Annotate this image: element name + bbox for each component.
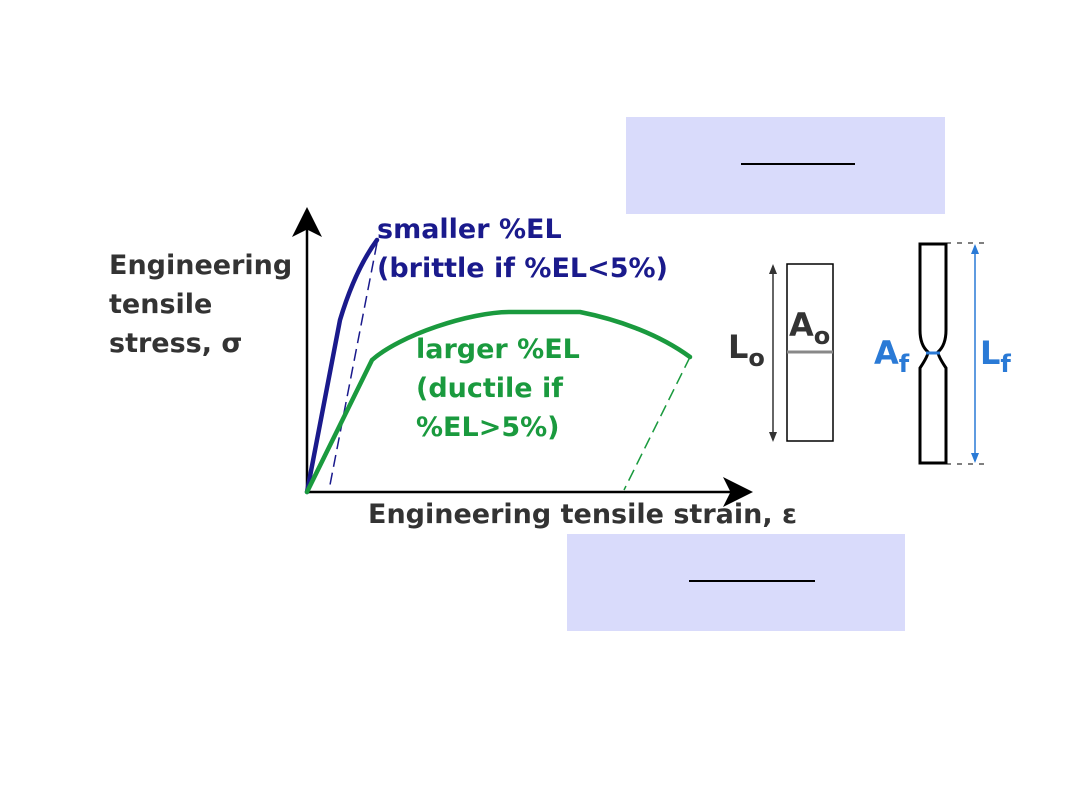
final-length-symbol: L: [980, 334, 1001, 372]
bottom-formula-fraction-bar: [689, 580, 815, 582]
final-length-arrowhead-top: [971, 244, 979, 254]
original-area-label: Ao: [789, 306, 830, 350]
brittle-annotation-line-2: (brittle if %EL<5%): [377, 253, 668, 284]
brittle-annotation: smaller %EL (brittle if %EL<5%): [377, 210, 668, 288]
final-length-arrowhead-bottom: [971, 453, 979, 463]
stress-axis-label: Engineering tensile stress, σ: [109, 246, 292, 363]
ductile-annotation: larger %EL (ductile if %EL>5%): [416, 330, 580, 447]
stress-axis-label-line-3: stress, σ: [109, 328, 243, 359]
final-area-label: Af: [874, 334, 909, 378]
top-formula-box: [626, 117, 945, 214]
brittle-annotation-line-1: smaller %EL: [377, 214, 562, 245]
ductile-annotation-line-3: %EL>5%): [416, 412, 560, 443]
ductile-annotation-line-1: larger %EL: [416, 334, 580, 365]
final-length-label: Lf: [980, 334, 1011, 378]
original-length-subscript: o: [748, 344, 765, 372]
top-formula-fraction-bar: [741, 163, 855, 165]
stress-axis-label-line-1: Engineering: [109, 250, 293, 281]
ductile-annotation-line-2: (ductile if: [416, 373, 564, 404]
original-length-arrowhead-top: [769, 264, 777, 274]
brittle-unloading-line: [328, 242, 378, 491]
original-length-symbol: L: [728, 328, 749, 366]
original-length-arrowhead-bottom: [769, 432, 777, 442]
strain-axis-label: Engineering tensile strain, ε: [368, 499, 798, 530]
final-area-subscript: f: [898, 350, 910, 378]
bottom-formula-box: [567, 534, 905, 631]
original-length-label: Lo: [728, 328, 765, 372]
stress-axis-label-line-2: tensile: [109, 289, 213, 320]
ductile-curve: [304, 309, 693, 495]
original-area-symbol: A: [789, 306, 814, 344]
final-length-subscript: f: [1000, 350, 1011, 378]
original-area-subscript: o: [813, 322, 831, 350]
brittle-curve: [304, 237, 380, 495]
final-area-symbol: A: [874, 334, 899, 372]
ductile-unloading-line: [623, 356, 691, 491]
